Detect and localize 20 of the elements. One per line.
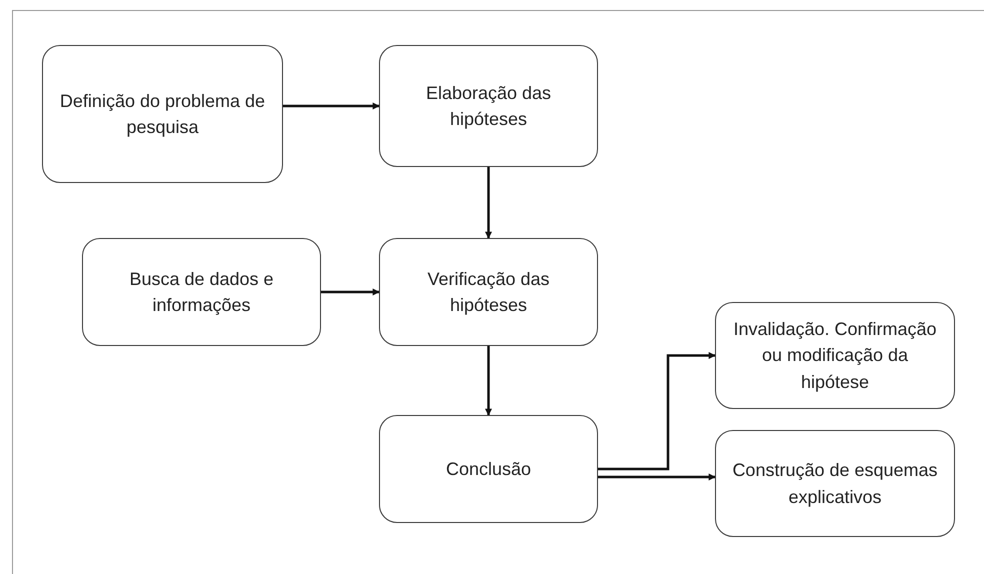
process-box [715,302,955,409]
arrow [598,474,716,480]
process-box [379,415,598,523]
box-label: Invalidação. Confirmação ou modificação da hipótese [732,318,938,394]
arrow [485,167,492,239]
arrow [485,346,492,416]
process-box [715,430,955,537]
box-label: Busca de dados e informações [128,268,275,317]
arrow [321,288,380,296]
box-label: Verificação das hipóteses [426,268,551,317]
arrow [598,352,716,470]
box-label: Definição do problema de pesquisa [58,90,266,139]
box-label: Elaboração das hipóteses [424,82,552,131]
box-label: Construção de esquemas explicativos [731,459,939,509]
box-label: Conclusão [446,458,532,481]
process-box [379,45,598,167]
arrow [283,102,380,110]
process-box [42,45,283,183]
process-box [379,238,598,346]
process-box [82,238,321,346]
